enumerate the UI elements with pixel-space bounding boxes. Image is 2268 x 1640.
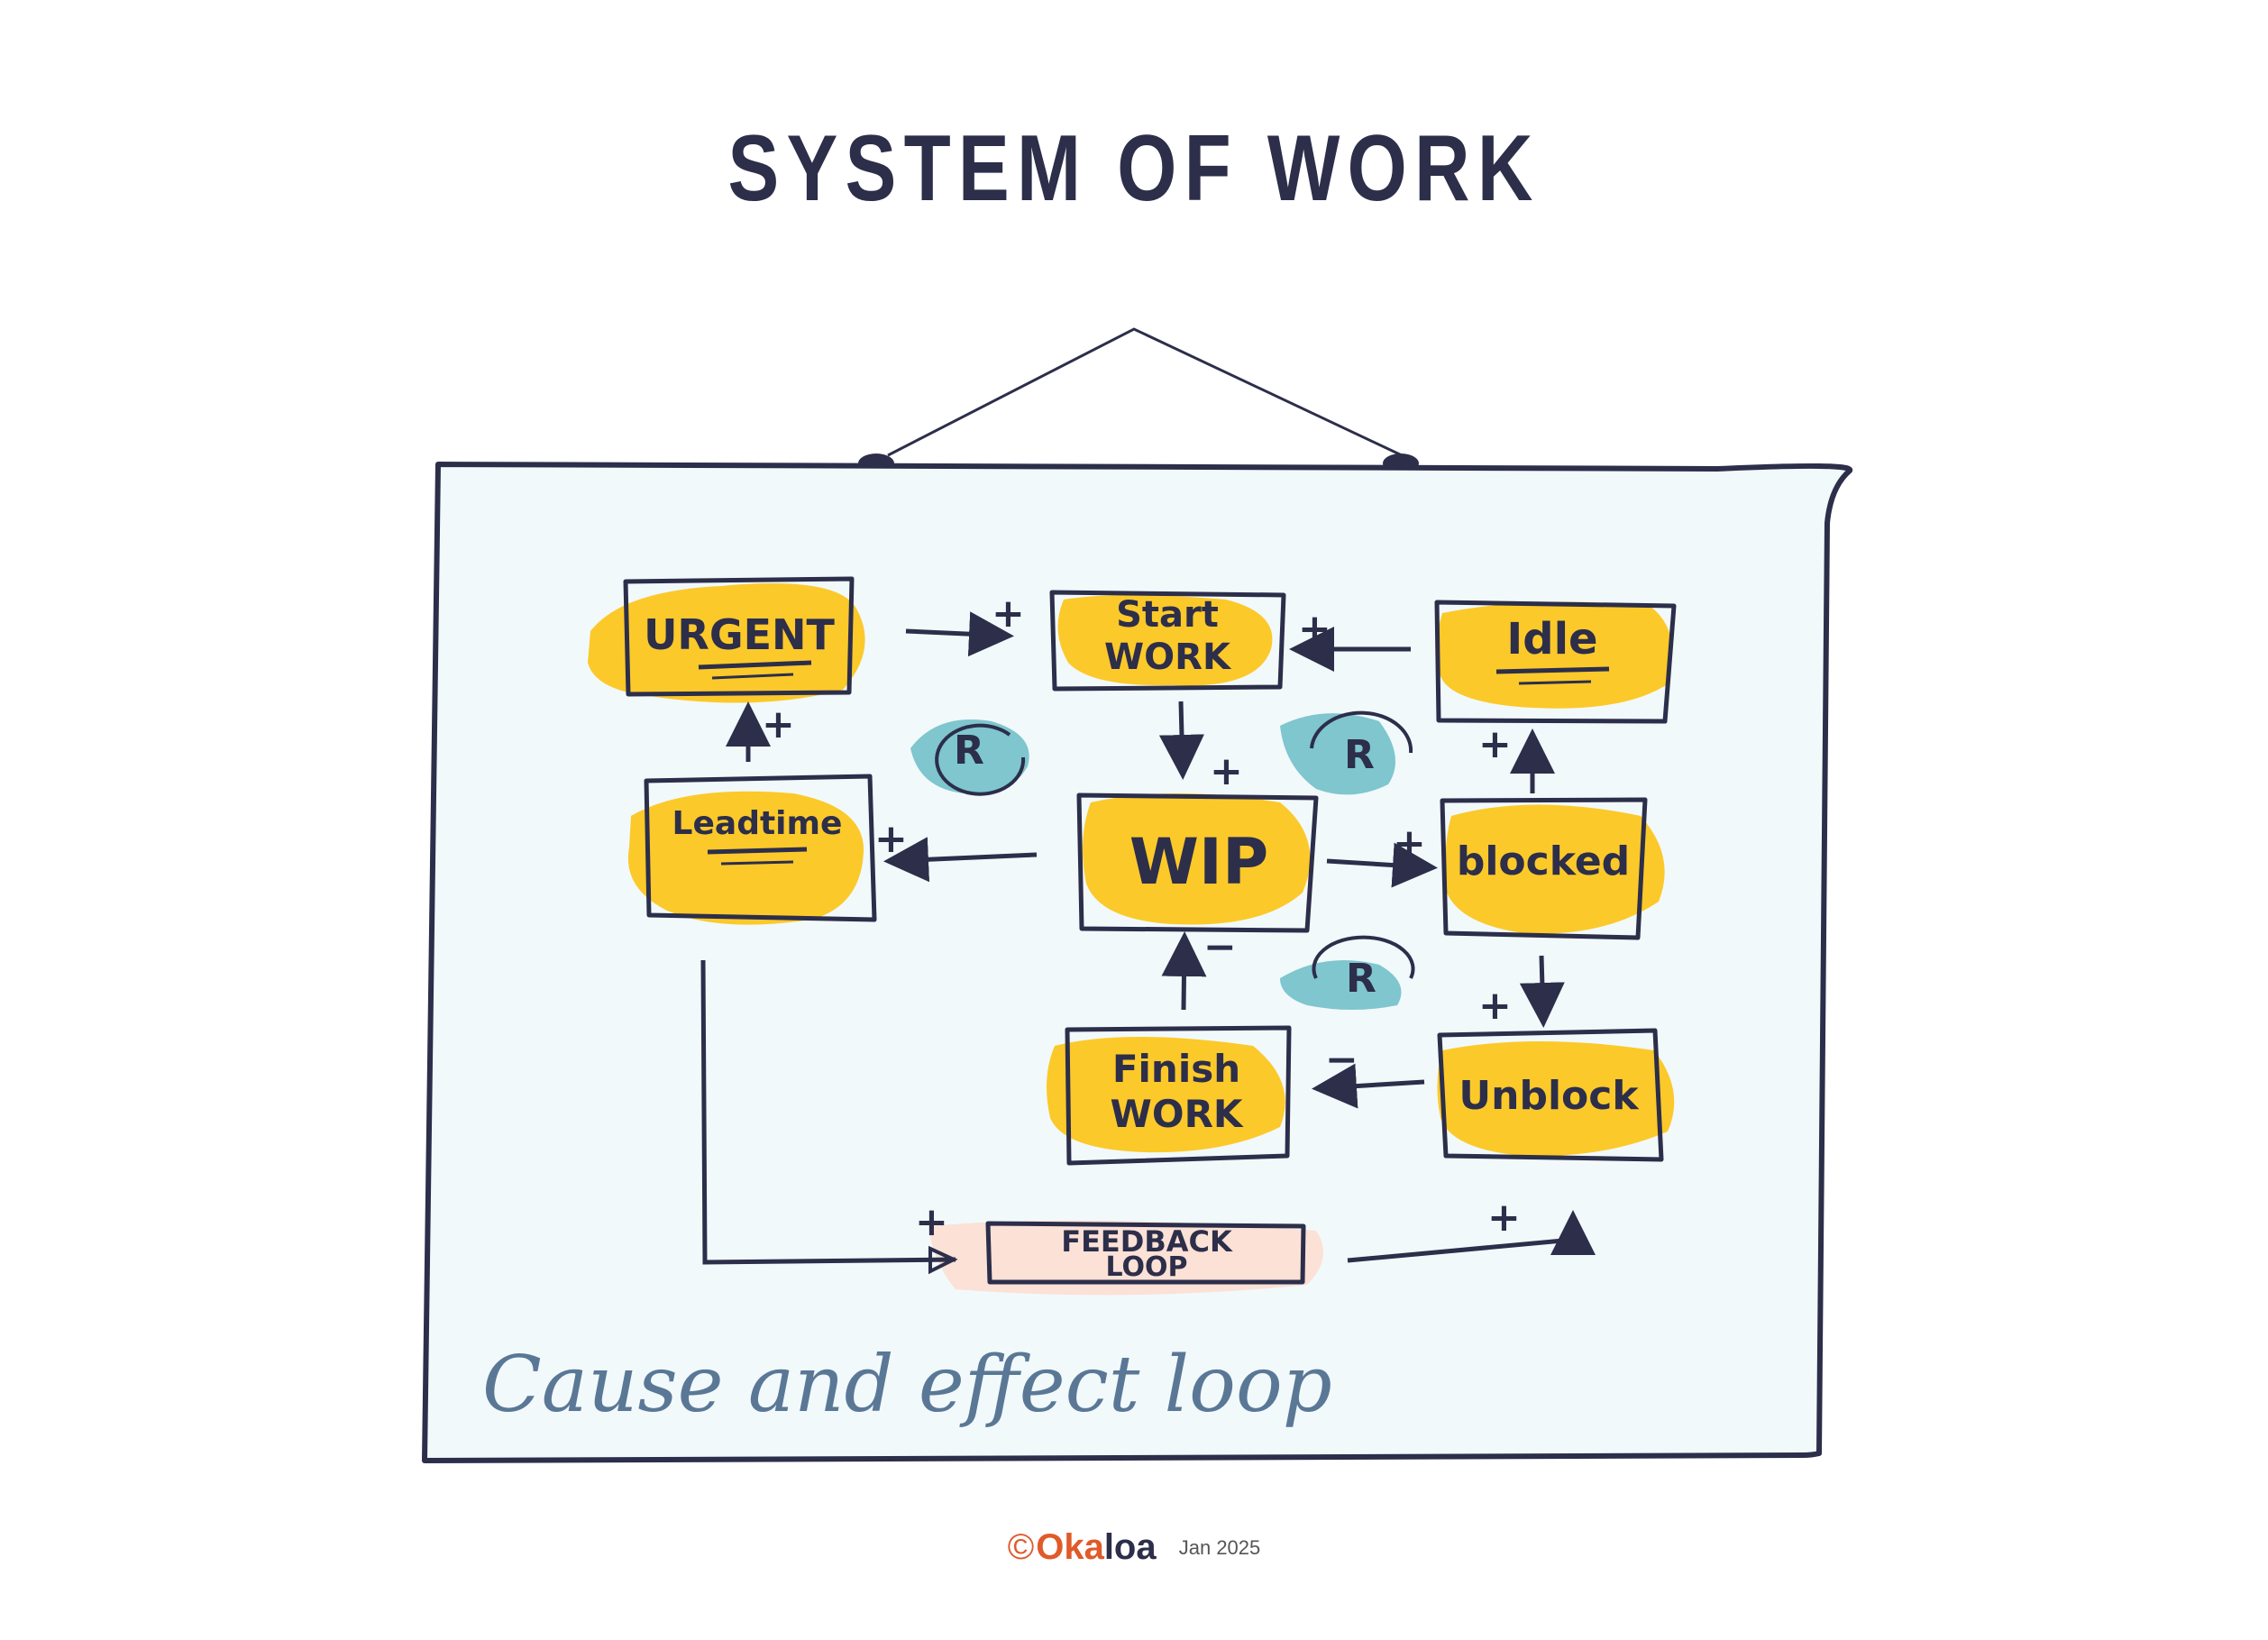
sign-wip-blocked: +: [1393, 820, 1426, 866]
copyright-symbol: ©: [1007, 1527, 1035, 1567]
start-work-label-1: Start: [1116, 594, 1219, 636]
wip-label: WIP: [1129, 825, 1269, 899]
loop-circles: [935, 710, 1415, 979]
urgent-label: URGENT: [644, 610, 835, 659]
polarity-signs: + + + + + + + − + − + +: [762, 591, 1521, 1245]
sign-lead-urgent: +: [762, 701, 795, 747]
sign-idle-start: +: [1298, 606, 1331, 652]
sign-blocked-unblock: +: [1478, 983, 1512, 1029]
highlights: [588, 583, 1675, 1157]
arrows: [726, 611, 1596, 1263]
leadtime-label: Leadtime: [672, 805, 843, 842]
sign-feedback-in: +: [915, 1199, 948, 1245]
sign-blocked-idle: +: [1478, 721, 1512, 767]
loop-1-label: R: [954, 728, 984, 774]
finish-work-label-2: WORK: [1111, 1092, 1244, 1136]
page-title: SYSTEM OF WORK: [727, 116, 1541, 221]
unblock-label: Unblock: [1459, 1073, 1640, 1119]
feedback-arrowhead: [928, 1245, 958, 1275]
urgent-underline-2: [711, 673, 794, 680]
urgent-underline: [698, 660, 812, 670]
start-work-label-2: WORK: [1104, 637, 1232, 678]
feedback-label-2: LOOP: [1105, 1251, 1187, 1283]
sign-wip-lead: +: [874, 816, 908, 862]
sign-urgent-start: +: [992, 591, 1025, 637]
finish-work-label-1: Finish: [1112, 1047, 1240, 1091]
sign-feedback-out: +: [1487, 1195, 1521, 1241]
loop-2-label: R: [1344, 732, 1375, 778]
feedback-path: [700, 959, 956, 1265]
sign-finish-wip: −: [1203, 924, 1237, 970]
brand-first: Oka: [1036, 1527, 1104, 1567]
brand-rest: loa: [1103, 1527, 1157, 1567]
sign-unblock-finish: −: [1325, 1037, 1358, 1083]
blocked-label: blocked: [1457, 838, 1630, 884]
footer-date: Jan 2025: [1178, 1535, 1261, 1559]
feedback-label-1: FEEDBACK: [1061, 1224, 1233, 1259]
leadtime-underline-2: [720, 860, 794, 866]
hanging-wire: [887, 327, 1403, 457]
idle-label: Idle: [1506, 614, 1597, 664]
idle-underline-2: [1518, 680, 1592, 685]
idle-underline: [1495, 666, 1610, 674]
brand-logo: ©Okaloa: [1008, 1527, 1166, 1567]
box-outlines: [623, 576, 1677, 1285]
sign-start-wip: +: [1210, 748, 1243, 794]
footer: ©Okaloa Jan 2025: [0, 1527, 2268, 1568]
feedback-fill: [928, 1220, 1323, 1296]
caption: Cause and effect loop: [482, 1340, 1332, 1430]
whiteboard: [422, 462, 1853, 1463]
leadtime-underline: [707, 847, 808, 855]
loop-3-label: R: [1346, 956, 1376, 1002]
